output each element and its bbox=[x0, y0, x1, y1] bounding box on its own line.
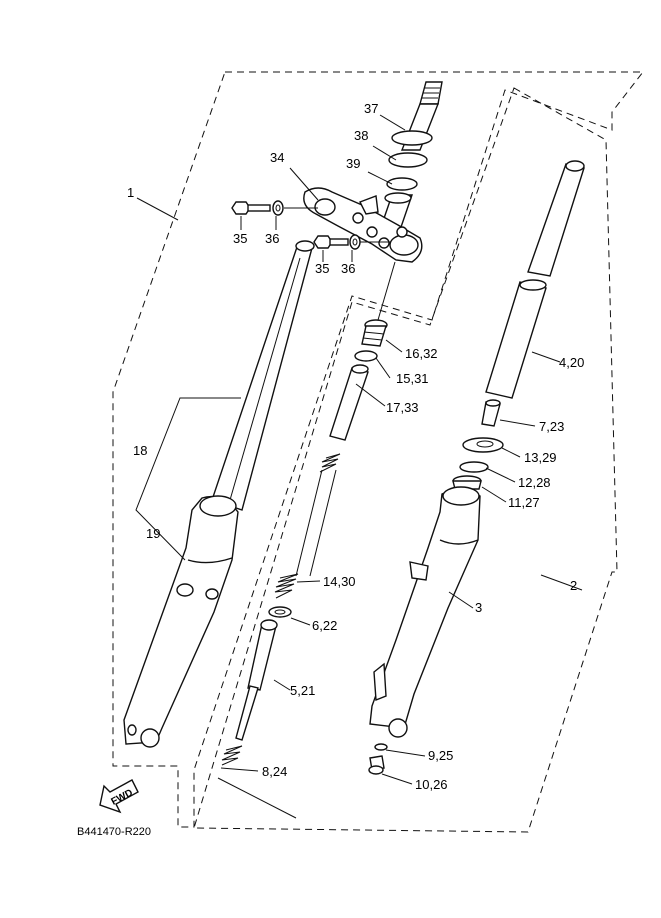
fork-spring-14-30 bbox=[274, 453, 341, 599]
right-outer-tube-3 bbox=[369, 486, 481, 738]
callout-1: 1 bbox=[127, 185, 134, 200]
left-inner-tube bbox=[211, 240, 315, 511]
callout-9-25: 9,25 bbox=[428, 748, 453, 763]
rebound-spring-6-22 bbox=[268, 606, 292, 618]
callout-17-33: 17,33 bbox=[386, 400, 419, 415]
callout-35-upper: 35 bbox=[233, 231, 247, 246]
callout-2: 2 bbox=[570, 578, 577, 593]
callout-36-lower: 36 bbox=[341, 261, 355, 276]
copper-washer-9-25 bbox=[374, 743, 388, 751]
assembly-2-boundary bbox=[193, 87, 618, 833]
damper-rod-5-21 bbox=[235, 619, 278, 741]
bushing-7-23 bbox=[481, 399, 501, 427]
under-bracket bbox=[303, 187, 423, 263]
callout-37: 37 bbox=[364, 101, 378, 116]
drain-bolt-10-26 bbox=[368, 755, 385, 775]
callout-8-24: 8,24 bbox=[262, 764, 287, 779]
callout-34: 34 bbox=[270, 150, 284, 165]
left-outer-tube bbox=[123, 495, 239, 748]
leader-lines bbox=[135, 114, 583, 819]
callout-39: 39 bbox=[346, 156, 360, 171]
callout-10-26: 10,26 bbox=[415, 777, 448, 792]
callout-12-28: 12,28 bbox=[518, 475, 551, 490]
washer-36-lower bbox=[349, 234, 361, 250]
oil-seal-13-29 bbox=[462, 437, 504, 453]
fwd-arrow-icon: FWD bbox=[99, 779, 139, 814]
circlip-12-28 bbox=[459, 461, 489, 473]
spacer-17-33 bbox=[329, 364, 369, 441]
callout-6-22: 6,22 bbox=[312, 618, 337, 633]
callout-11-27: 11,27 bbox=[508, 495, 540, 510]
callout-18: 18 bbox=[133, 443, 147, 458]
bolt-35-lower bbox=[313, 235, 349, 249]
taper-spindle-8-24 bbox=[221, 745, 243, 766]
callout-16-32: 16,32 bbox=[405, 346, 438, 361]
callout-5-21: 5,21 bbox=[290, 683, 315, 698]
callout-4-20: 4,20 bbox=[559, 355, 584, 370]
steering-stem bbox=[379, 81, 443, 231]
callout-7-23: 7,23 bbox=[539, 419, 564, 434]
right-inner-tube-4-20 bbox=[485, 160, 585, 399]
callout-14-30: 14,30 bbox=[323, 574, 356, 589]
callout-35-lower: 35 bbox=[315, 261, 329, 276]
callout-36-upper: 36 bbox=[265, 231, 279, 246]
o-ring-15-31 bbox=[354, 350, 378, 362]
bolt-35-upper bbox=[231, 201, 271, 215]
callout-38: 38 bbox=[354, 128, 368, 143]
callout-labels: 1 2 3 4,20 5,21 6,22 7,23 8,24 9,25 10,2… bbox=[127, 101, 584, 792]
assembly-1-boundary bbox=[112, 71, 645, 828]
callout-15-31: 15,31 bbox=[396, 371, 429, 386]
diagram-code: B441470-R220 bbox=[77, 826, 151, 838]
callout-3: 3 bbox=[475, 600, 482, 615]
cap-bolt-16-32 bbox=[361, 319, 388, 347]
callout-19: 19 bbox=[146, 526, 160, 541]
dust-seal-11-27 bbox=[452, 475, 482, 490]
washer-36-upper bbox=[272, 200, 284, 216]
callout-13-29: 13,29 bbox=[524, 450, 557, 465]
